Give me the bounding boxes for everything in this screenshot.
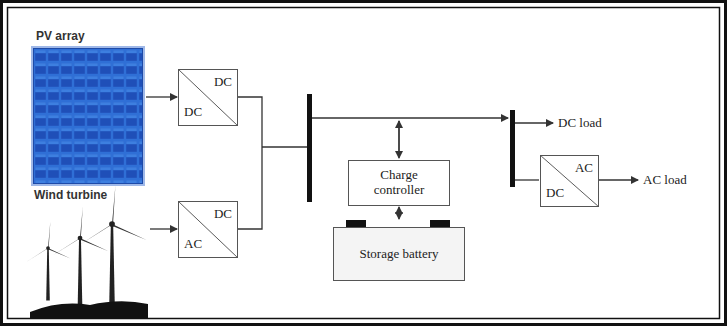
bus-bar: [510, 110, 515, 187]
bus-bar: [307, 94, 312, 202]
battery-terminal: [430, 220, 450, 227]
load-label: DC load: [558, 115, 602, 131]
charge-controller-box: Charge controller: [348, 160, 450, 206]
wind-turbines: [27, 185, 148, 318]
pv-label: PV array: [36, 29, 85, 43]
ac-dc-converter: AC DC: [540, 155, 599, 207]
battery-terminal: [346, 220, 366, 227]
converter-label: DC: [214, 75, 232, 90]
dc-dc-converter: DC DC: [178, 69, 238, 126]
converter-label: DC: [184, 105, 202, 120]
storage-battery-box: Storage battery: [333, 227, 465, 281]
box-label: Charge controller: [357, 168, 441, 198]
pv-panel: [32, 47, 144, 185]
wind-label: Wind turbine: [34, 188, 107, 202]
converter-label: DC: [546, 186, 564, 201]
dc-ac-converter: DC AC: [178, 201, 238, 258]
converter-label: DC: [214, 207, 232, 222]
converter-label: AC: [184, 237, 202, 252]
box-label: Storage battery: [359, 247, 438, 262]
inner-frame: [8, 8, 720, 319]
load-label: AC load: [643, 172, 687, 188]
connector-arrow: [398, 207, 399, 219]
converter-label: AC: [575, 161, 593, 176]
